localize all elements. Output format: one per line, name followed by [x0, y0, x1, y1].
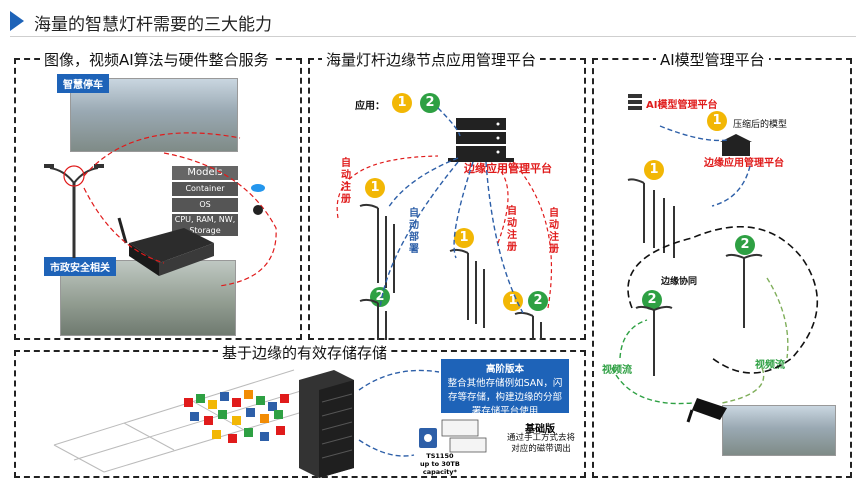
edge-coop-label: 边缘协同 [661, 277, 698, 287]
basic-title: 基础版 [525, 424, 555, 435]
tape-capacity-label: TS1150 up to 30TB capacity* [420, 452, 460, 476]
building-icon [720, 134, 752, 156]
right-node-badge-3: 2 [642, 290, 662, 310]
auto-deploy-label: 自 动 部 署 [409, 208, 419, 255]
auto-register-mid: 自 动 注 册 [507, 206, 517, 253]
node-badge-b: 1 [454, 228, 474, 248]
app-badge-2: 2 [420, 93, 440, 113]
panel-edge-storage-title: 基于边缘的有效存储存储 [218, 342, 392, 363]
server-cluster-icon [448, 118, 514, 162]
node-badge-a: 1 [365, 178, 385, 198]
stack-layer-container: Container [172, 182, 238, 196]
model-badge: 1 [707, 111, 727, 131]
panel-ai-models-title: AI模型管理平台 [656, 49, 769, 70]
app-badge-1: 1 [392, 93, 412, 113]
stack-layer-os: OS [172, 198, 238, 212]
page-title: 海量的智慧灯杆需要的三大能力 [34, 15, 272, 35]
traffic-camera-photo [722, 405, 836, 456]
app-label: 应用： [355, 101, 385, 112]
basic-text: 通过手工方式去将对应的磁带调出 [506, 433, 575, 454]
advanced-title: 高阶版本 [485, 364, 524, 375]
video-stream-right: 视频流 [755, 360, 785, 371]
tape-drive-icon [419, 419, 487, 453]
mid-panel-graphics [336, 107, 553, 340]
advanced-text: 整合其他存储例如SAN，闪存等存储，构建边缘的分部署存储平台使用 [447, 378, 563, 417]
data-blocks-icon [184, 390, 289, 443]
compressed-model-label: 压缩后的模型 [733, 120, 788, 130]
node-badge-d: 1 [503, 291, 523, 311]
right-edge-platform-label: 边缘应用管理平台 [704, 158, 784, 169]
linux-icon [253, 205, 263, 215]
right-panel-graphics [611, 94, 819, 423]
camera-icon [686, 398, 727, 423]
storage-graphics [53, 369, 487, 478]
lamp-cluster-icon [359, 203, 542, 340]
edge-device-icon [117, 217, 214, 276]
video-stream-left: 视频流 [602, 365, 632, 376]
docker-icon [251, 184, 265, 192]
auto-register-right: 自 动 注 册 [549, 208, 559, 255]
header-chevron-icon [10, 11, 24, 31]
right-node-badge-2: 2 [735, 235, 755, 255]
header-divider [10, 36, 856, 37]
ai-server-icon [628, 94, 642, 110]
ai-platform-label: AI模型管理平台 [646, 100, 718, 111]
lamp-post-icon [44, 164, 104, 258]
safety-label: 市政安全相关 [44, 257, 116, 276]
storage-rack-icon [299, 370, 354, 478]
advanced-version-box: 高阶版本 整合其他存储例如SAN，闪存等存储，构建边缘的分部署存储平台使用 [441, 359, 569, 417]
auto-register-left: 自 动 注 册 [341, 158, 351, 205]
left-panel-graphics [44, 132, 277, 287]
stack-models: Models [172, 166, 238, 180]
panel-ai-hardware-title: 图像，视频AI算法与硬件整合服务 [40, 49, 273, 70]
parking-label: 智慧停车 [57, 74, 109, 93]
lamp-grid-icon [53, 369, 310, 473]
panel-edge-management-title: 海量灯杆边缘节点应用管理平台 [322, 49, 541, 70]
right-lamp-cluster-icon [627, 178, 763, 376]
right-node-badge-1: 1 [644, 160, 664, 180]
node-badge-e: 2 [528, 291, 548, 311]
